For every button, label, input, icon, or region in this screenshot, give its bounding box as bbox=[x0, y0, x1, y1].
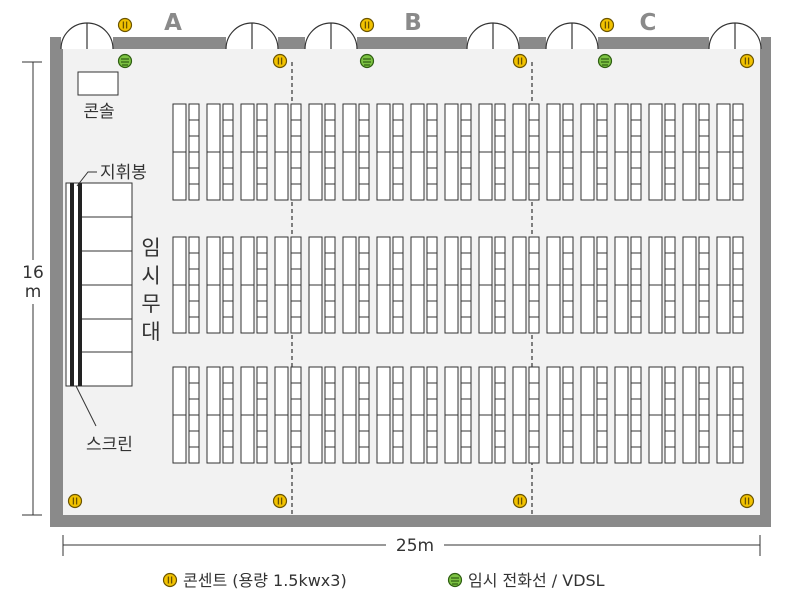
section-label-c: C bbox=[640, 10, 657, 36]
seat-block bbox=[580, 236, 608, 334]
seat-block bbox=[716, 103, 744, 201]
seat-block bbox=[240, 366, 268, 464]
outlet-icon bbox=[739, 53, 755, 69]
height-label-bg bbox=[20, 260, 46, 304]
baton-label: 지휘봉 bbox=[100, 163, 147, 183]
seat-block bbox=[410, 366, 438, 464]
outlet-icon bbox=[67, 493, 83, 509]
stage-label-char: 무 bbox=[141, 292, 160, 316]
outlet-icon bbox=[117, 17, 133, 33]
seat-block bbox=[682, 236, 710, 334]
double-door bbox=[466, 22, 520, 50]
seat-block bbox=[172, 366, 200, 464]
seat-block bbox=[376, 103, 404, 201]
seat-block bbox=[444, 236, 472, 334]
seat-block bbox=[308, 103, 336, 201]
height-dimension-unit: m bbox=[25, 282, 42, 302]
seat-block bbox=[240, 103, 268, 201]
outlet-icon bbox=[739, 493, 755, 509]
seat-block bbox=[172, 236, 200, 334]
seat-block bbox=[206, 366, 234, 464]
outlet-icon bbox=[512, 493, 528, 509]
section-label-a: A bbox=[164, 10, 182, 36]
outlet-icon bbox=[272, 53, 288, 69]
doors bbox=[60, 22, 762, 50]
seat-block bbox=[206, 236, 234, 334]
height-dimension-value: 16 bbox=[22, 263, 44, 283]
screen-leader-line bbox=[75, 385, 97, 427]
seat-block bbox=[648, 366, 676, 464]
double-door bbox=[708, 22, 762, 50]
seat-block bbox=[308, 236, 336, 334]
seat-block bbox=[716, 236, 744, 334]
stage-label-char: 임 bbox=[141, 236, 160, 260]
seat-block bbox=[444, 103, 472, 201]
seat-block bbox=[308, 366, 336, 464]
seat-block bbox=[478, 236, 506, 334]
seat-block bbox=[648, 103, 676, 201]
seat-block bbox=[410, 103, 438, 201]
phone-line-icon bbox=[597, 53, 613, 69]
seat-block bbox=[478, 103, 506, 201]
seat-block bbox=[342, 103, 370, 201]
baton-leader-line bbox=[76, 171, 97, 187]
seat-block bbox=[240, 236, 268, 334]
screen-bar-right bbox=[78, 183, 82, 386]
stage-label-char: 대 bbox=[141, 320, 160, 344]
seat-block bbox=[342, 236, 370, 334]
seating-area bbox=[172, 103, 744, 464]
console-desk bbox=[77, 71, 119, 96]
seat-block bbox=[512, 366, 540, 464]
seat-block bbox=[614, 103, 642, 201]
outlet-icon bbox=[359, 17, 375, 33]
seat-block bbox=[512, 236, 540, 334]
seat-block bbox=[580, 366, 608, 464]
seat-block bbox=[206, 103, 234, 201]
section-label-b: B bbox=[404, 10, 422, 36]
stage-label-char: 시 bbox=[141, 264, 160, 288]
outlet-icon bbox=[512, 53, 528, 69]
stage-panel-lines bbox=[82, 216, 132, 353]
seat-block bbox=[682, 103, 710, 201]
seat-block bbox=[512, 103, 540, 201]
seat-block bbox=[274, 366, 302, 464]
seat-block bbox=[376, 236, 404, 334]
seat-block bbox=[614, 236, 642, 334]
seat-block bbox=[274, 103, 302, 201]
seat-block bbox=[274, 236, 302, 334]
seat-block bbox=[478, 366, 506, 464]
seat-block bbox=[546, 366, 574, 464]
seat-block bbox=[682, 366, 710, 464]
width-label-bg bbox=[386, 534, 444, 556]
screen-bar-left bbox=[70, 183, 74, 386]
seat-block bbox=[546, 103, 574, 201]
phone-line-icon bbox=[117, 53, 133, 69]
seat-block bbox=[342, 366, 370, 464]
double-door bbox=[60, 22, 114, 50]
seat-block bbox=[410, 236, 438, 334]
phone-line-icon bbox=[447, 572, 463, 588]
outlet-icon bbox=[599, 17, 615, 33]
seat-block bbox=[546, 236, 574, 334]
double-door bbox=[225, 22, 279, 50]
double-door bbox=[304, 22, 358, 50]
outlet-icon bbox=[162, 572, 178, 588]
screen-label: 스크린 bbox=[86, 435, 133, 455]
outlet-icon bbox=[272, 493, 288, 509]
legend-phone-text: 임시 전화선 / VDSL bbox=[468, 571, 605, 590]
seat-block bbox=[580, 103, 608, 201]
double-door bbox=[545, 22, 599, 50]
seat-block bbox=[716, 366, 744, 464]
seat-block bbox=[614, 366, 642, 464]
legend-outlet-text: 콘센트 (용량 1.5kwx3) bbox=[183, 571, 347, 590]
seat-block bbox=[376, 366, 404, 464]
width-dimension-label: 25m bbox=[396, 536, 434, 556]
phone-line-icon bbox=[359, 53, 375, 69]
seat-block bbox=[444, 366, 472, 464]
seat-block bbox=[172, 103, 200, 201]
console-label: 콘솔 bbox=[83, 102, 114, 122]
seat-block bbox=[648, 236, 676, 334]
